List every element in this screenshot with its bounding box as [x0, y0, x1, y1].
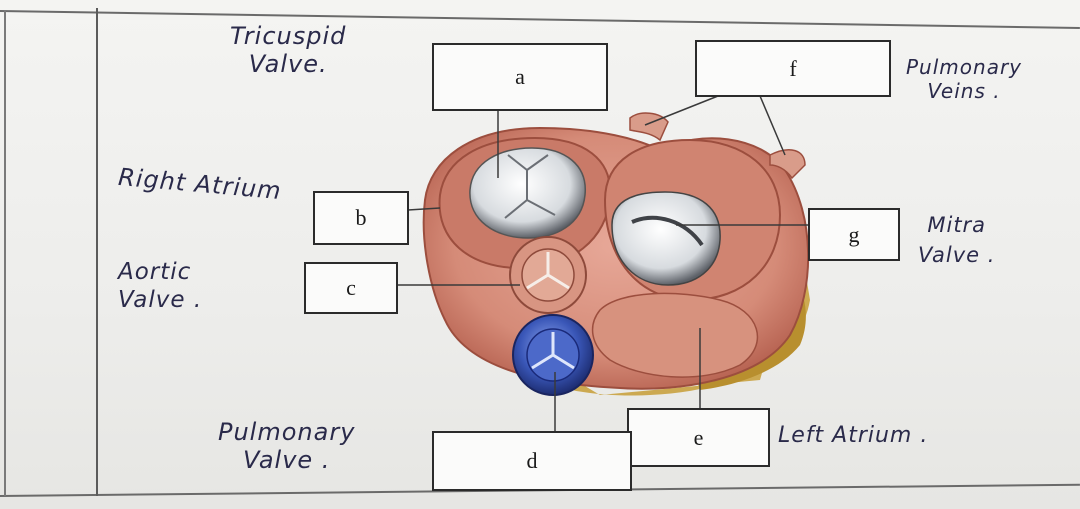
handwritten-tricuspid-valve: Tricuspid Valve. — [230, 22, 346, 78]
handwritten-left-atrium: Left Atrium . — [778, 422, 928, 450]
label-box-f[interactable]: f — [695, 40, 891, 97]
handwritten-aortic-valve: Aortic Valve . — [118, 258, 202, 314]
label-box-g[interactable]: g — [808, 208, 900, 261]
handwritten-pulmonary-valve: Pulmonary Valve . — [218, 418, 355, 474]
label-box-b[interactable]: b — [313, 191, 409, 245]
label-box-d[interactable]: d — [432, 431, 632, 491]
label-box-c[interactable]: c — [304, 262, 398, 314]
pulmonary-vein-left — [630, 113, 668, 140]
handwritten-pulmonary-veins: Pulmonary Veins . — [906, 55, 1022, 103]
handwritten-mitral-valve: Mitra Valve . — [918, 210, 995, 270]
label-box-a[interactable]: a — [432, 43, 608, 111]
label-box-e[interactable]: e — [627, 408, 770, 467]
